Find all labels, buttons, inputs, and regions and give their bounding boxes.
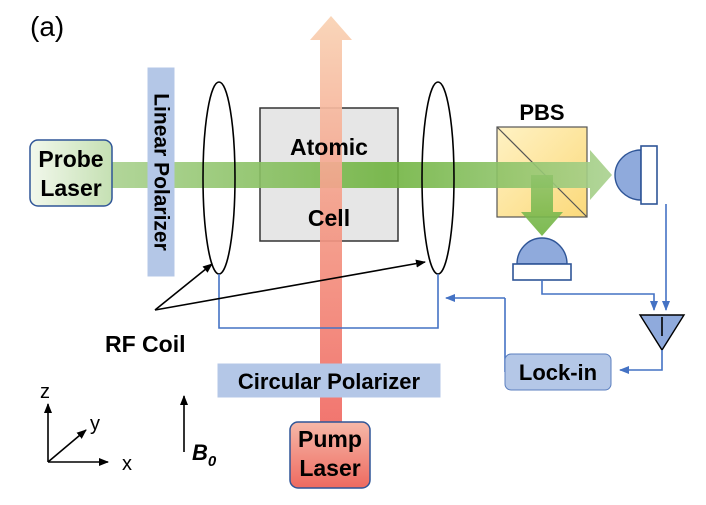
b0-field-label: B0 — [192, 440, 217, 470]
detector-bottom — [516, 237, 568, 265]
z-axis-label: z — [40, 381, 50, 403]
rf-coil-pointer-right — [154, 259, 426, 311]
x-axis-label: x — [122, 453, 132, 475]
pump-laser — [289, 421, 371, 489]
circular-polarizer-label: Circular Polarizer — [238, 369, 421, 394]
atomic-cell-label-line1: Atomic — [290, 134, 368, 160]
pump-beam — [310, 16, 352, 425]
detector-right — [614, 149, 642, 201]
probe-laser-label-line2: Laser — [40, 175, 101, 201]
circular-polarizer — [217, 363, 441, 398]
probe-laser-label-line1: Probe — [38, 146, 103, 172]
b0-symbol: B — [192, 440, 208, 465]
linear-polarizer — [147, 67, 175, 277]
atomic-cell-label-line2: Cell — [308, 205, 350, 231]
panel-label: (a) — [30, 11, 64, 42]
pbs-label: PBS — [519, 100, 564, 125]
y-axis-label: y — [90, 413, 100, 435]
pump-laser-label-line1: Pump — [298, 426, 362, 452]
coil-wire — [218, 274, 439, 329]
b0-subscript: 0 — [208, 453, 217, 470]
pump-laser-label-line2: Laser — [299, 455, 360, 481]
probe-reflected-beam — [521, 175, 563, 236]
probe-laser — [29, 139, 113, 207]
detector-right-base — [640, 145, 658, 205]
y-axis-arrow — [47, 429, 87, 463]
probe-beam — [112, 150, 612, 200]
detector-bottom-base — [512, 263, 572, 281]
amplifier-to-lockin-wire — [619, 350, 663, 374]
rf-coil-label: RF Coil — [105, 331, 186, 357]
lock-in-label: Lock-in — [519, 360, 597, 385]
lock-in-amplifier — [504, 353, 612, 391]
rf-coil-pointer-left — [154, 263, 213, 311]
linear-polarizer-label: Linear Polarizer — [150, 93, 173, 251]
detector-bottom-wire — [541, 280, 658, 311]
